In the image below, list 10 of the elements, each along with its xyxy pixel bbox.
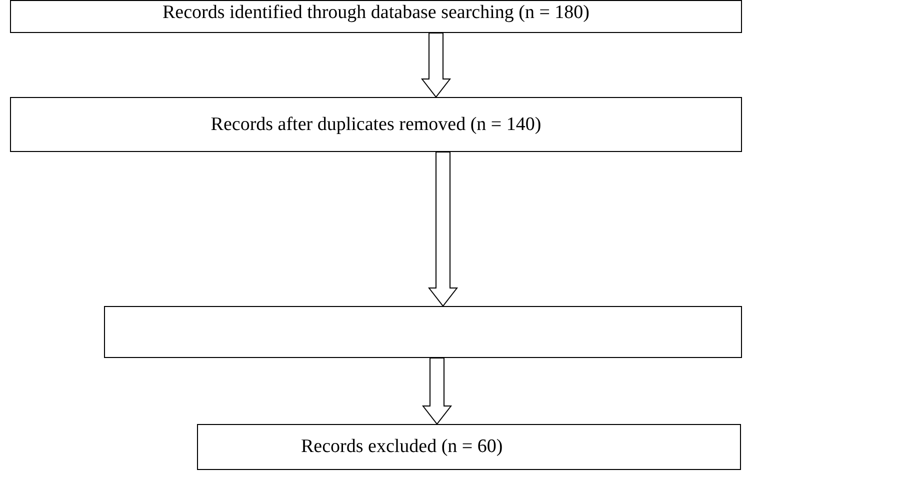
process-box (10, 97, 742, 152)
hollow-arrow (422, 358, 452, 425)
box-label: Records excluded (n = 60) (301, 435, 503, 459)
process-box (104, 306, 742, 358)
box-label: Records identified through database searching (n = 180) (162, 1, 590, 25)
process-box (10, 0, 742, 33)
hollow-arrow (428, 152, 458, 307)
box-label: Records after duplicates removed (n = 140) (210, 112, 542, 136)
hollow-arrow (420, 32, 452, 98)
process-box (197, 424, 741, 470)
